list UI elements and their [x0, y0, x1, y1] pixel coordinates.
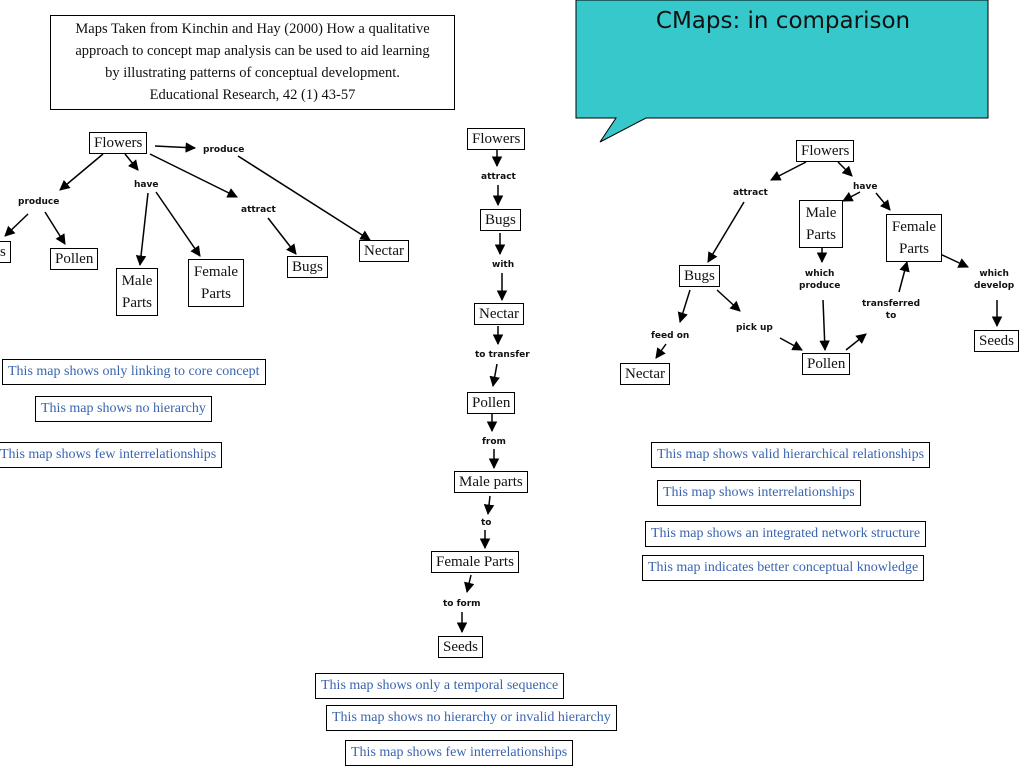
net-link-transferred-to: transferred to: [862, 298, 920, 322]
link-text: which: [979, 269, 1009, 279]
node-nectar: Nectar: [359, 240, 409, 262]
edge-chain-11: [464, 574, 475, 594]
net-node-seeds: Seeds: [974, 330, 1019, 352]
node-flowers: Flowers: [89, 132, 148, 154]
node-text: Parts: [122, 295, 152, 311]
spoke-caption-3: This map shows few interrelationships: [0, 442, 223, 468]
net-link-pick-up: pick up: [736, 323, 773, 333]
net-caption-3: This map shows an integrated network str…: [645, 521, 927, 547]
net-caption-1: This map shows valid hierarchical relati…: [651, 442, 931, 468]
chain-node-bugs: Bugs: [480, 209, 521, 231]
chain-node-flowers: Flowers: [467, 128, 526, 150]
edge-net-have-male: [842, 191, 861, 202]
edge-flowers-produce: [154, 142, 197, 153]
chain-link-to-transfer: to transfer: [475, 350, 530, 360]
chain-caption-2: This map shows no hierarchy or invalid h…: [326, 705, 617, 731]
node-pollen: Pollen: [50, 248, 99, 270]
edge-attract-bugs: [267, 217, 297, 255]
edge-net-pickup-pollen: [779, 337, 803, 351]
link-attract: attract: [241, 205, 276, 215]
chain-link-attract: attract: [481, 172, 516, 182]
edge-produce-seeds: [4, 213, 29, 237]
chain-link-to: to: [481, 518, 492, 528]
link-text: transferred: [862, 299, 921, 309]
link-produce-left: produce: [18, 197, 60, 207]
link-text: which: [804, 269, 835, 279]
link-text: produce: [799, 281, 841, 291]
net-link-which-produce: which produce: [799, 268, 840, 292]
net-link-which-develop: which develop: [974, 268, 1014, 292]
node-text: Parts: [201, 286, 231, 302]
chain-link-from: from: [482, 437, 506, 447]
edge-chain-9: [483, 495, 495, 516]
node-text: Female: [891, 219, 937, 235]
chain-link-to-form: to form: [443, 599, 481, 609]
edge-have-female: [155, 191, 201, 257]
net-node-bugs: Bugs: [679, 265, 720, 287]
node-male-parts: Male Parts: [116, 268, 158, 316]
callout-title: CMaps: in comparison: [655, 8, 911, 34]
edge-net-whichproduce-pollen: [819, 299, 830, 352]
edge-flowers-produce-left: [59, 153, 104, 191]
citation-line: Maps Taken from Kinchin and Hay (2000) H…: [75, 21, 430, 37]
node-text: Male: [805, 205, 837, 221]
edge-net-female-whichdevelop: [939, 253, 969, 268]
spoke-caption-1: This map shows only linking to core conc…: [2, 359, 266, 385]
net-caption-4: This map indicates better conceptual kno…: [642, 555, 925, 581]
link-have: have: [134, 180, 159, 190]
link-text: develop: [974, 281, 1015, 291]
edge-net-have-female: [875, 192, 891, 211]
edge-produce-pollen: [44, 211, 66, 245]
edge-net-bugs-pickup: [716, 289, 741, 312]
node-text: Parts: [806, 227, 836, 243]
net-node-female-parts: Female Parts: [886, 214, 942, 262]
node-text: Parts: [899, 241, 929, 257]
net-link-feed-on: feed on: [651, 331, 690, 341]
net-node-male-parts: Male Parts: [799, 200, 843, 248]
speech-callout-shape: [575, 0, 989, 143]
net-link-attract: attract: [733, 188, 768, 198]
edge-net-bugs-feedon: [677, 289, 691, 324]
edge-net-flowers-attract: [770, 161, 807, 181]
edge-net-feedon-nectar: [655, 343, 667, 359]
edge-net-attract-bugs: [707, 201, 745, 263]
net-link-have: have: [853, 182, 878, 192]
chain-node-pollen: Pollen: [467, 392, 516, 414]
citation-line: approach to concept map analysis can be …: [75, 43, 430, 59]
net-caption-2: This map shows interrelationships: [657, 480, 861, 506]
node-female-parts: Female Parts: [188, 259, 244, 307]
net-node-flowers: Flowers: [796, 140, 855, 162]
citation-line: by illustrating patterns of conceptual d…: [105, 65, 400, 81]
node-bugs: Bugs: [287, 256, 328, 278]
citation-line: Educational Research, 42 (1) 43-57: [149, 87, 356, 103]
node-text: Male: [121, 273, 153, 289]
edge-net-transferred-female: [898, 260, 910, 293]
citation-box: Maps Taken from Kinchin and Hay (2000) H…: [50, 15, 455, 110]
edge-have-male: [135, 192, 149, 267]
net-node-nectar: Nectar: [620, 363, 670, 385]
chain-link-with: with: [492, 260, 515, 270]
link-produce-right: produce: [203, 145, 245, 155]
net-node-pollen: Pollen: [802, 353, 851, 375]
edge-net-flowers-have: [837, 161, 853, 177]
chain-node-nectar: Nectar: [474, 303, 524, 325]
chain-caption-1: This map shows only a temporal sequence: [315, 673, 565, 699]
link-text: to: [885, 311, 897, 321]
edge-flowers-attract: [149, 153, 238, 198]
node-seeds-partial: s: [0, 241, 11, 263]
edge-flowers-have: [124, 153, 139, 171]
edge-chain-6: [489, 363, 500, 388]
spoke-caption-2: This map shows no hierarchy: [35, 396, 212, 422]
chain-node-seeds: Seeds: [438, 636, 483, 658]
chain-caption-3: This map shows few interrelationships: [345, 740, 574, 766]
node-text: Female: [193, 264, 239, 280]
edge-produce-nectar: [237, 155, 371, 241]
chain-node-female-parts: Female Parts: [431, 551, 519, 573]
edge-net-pollen-transferred: [845, 333, 867, 351]
chain-node-male-parts: Male parts: [454, 471, 528, 493]
